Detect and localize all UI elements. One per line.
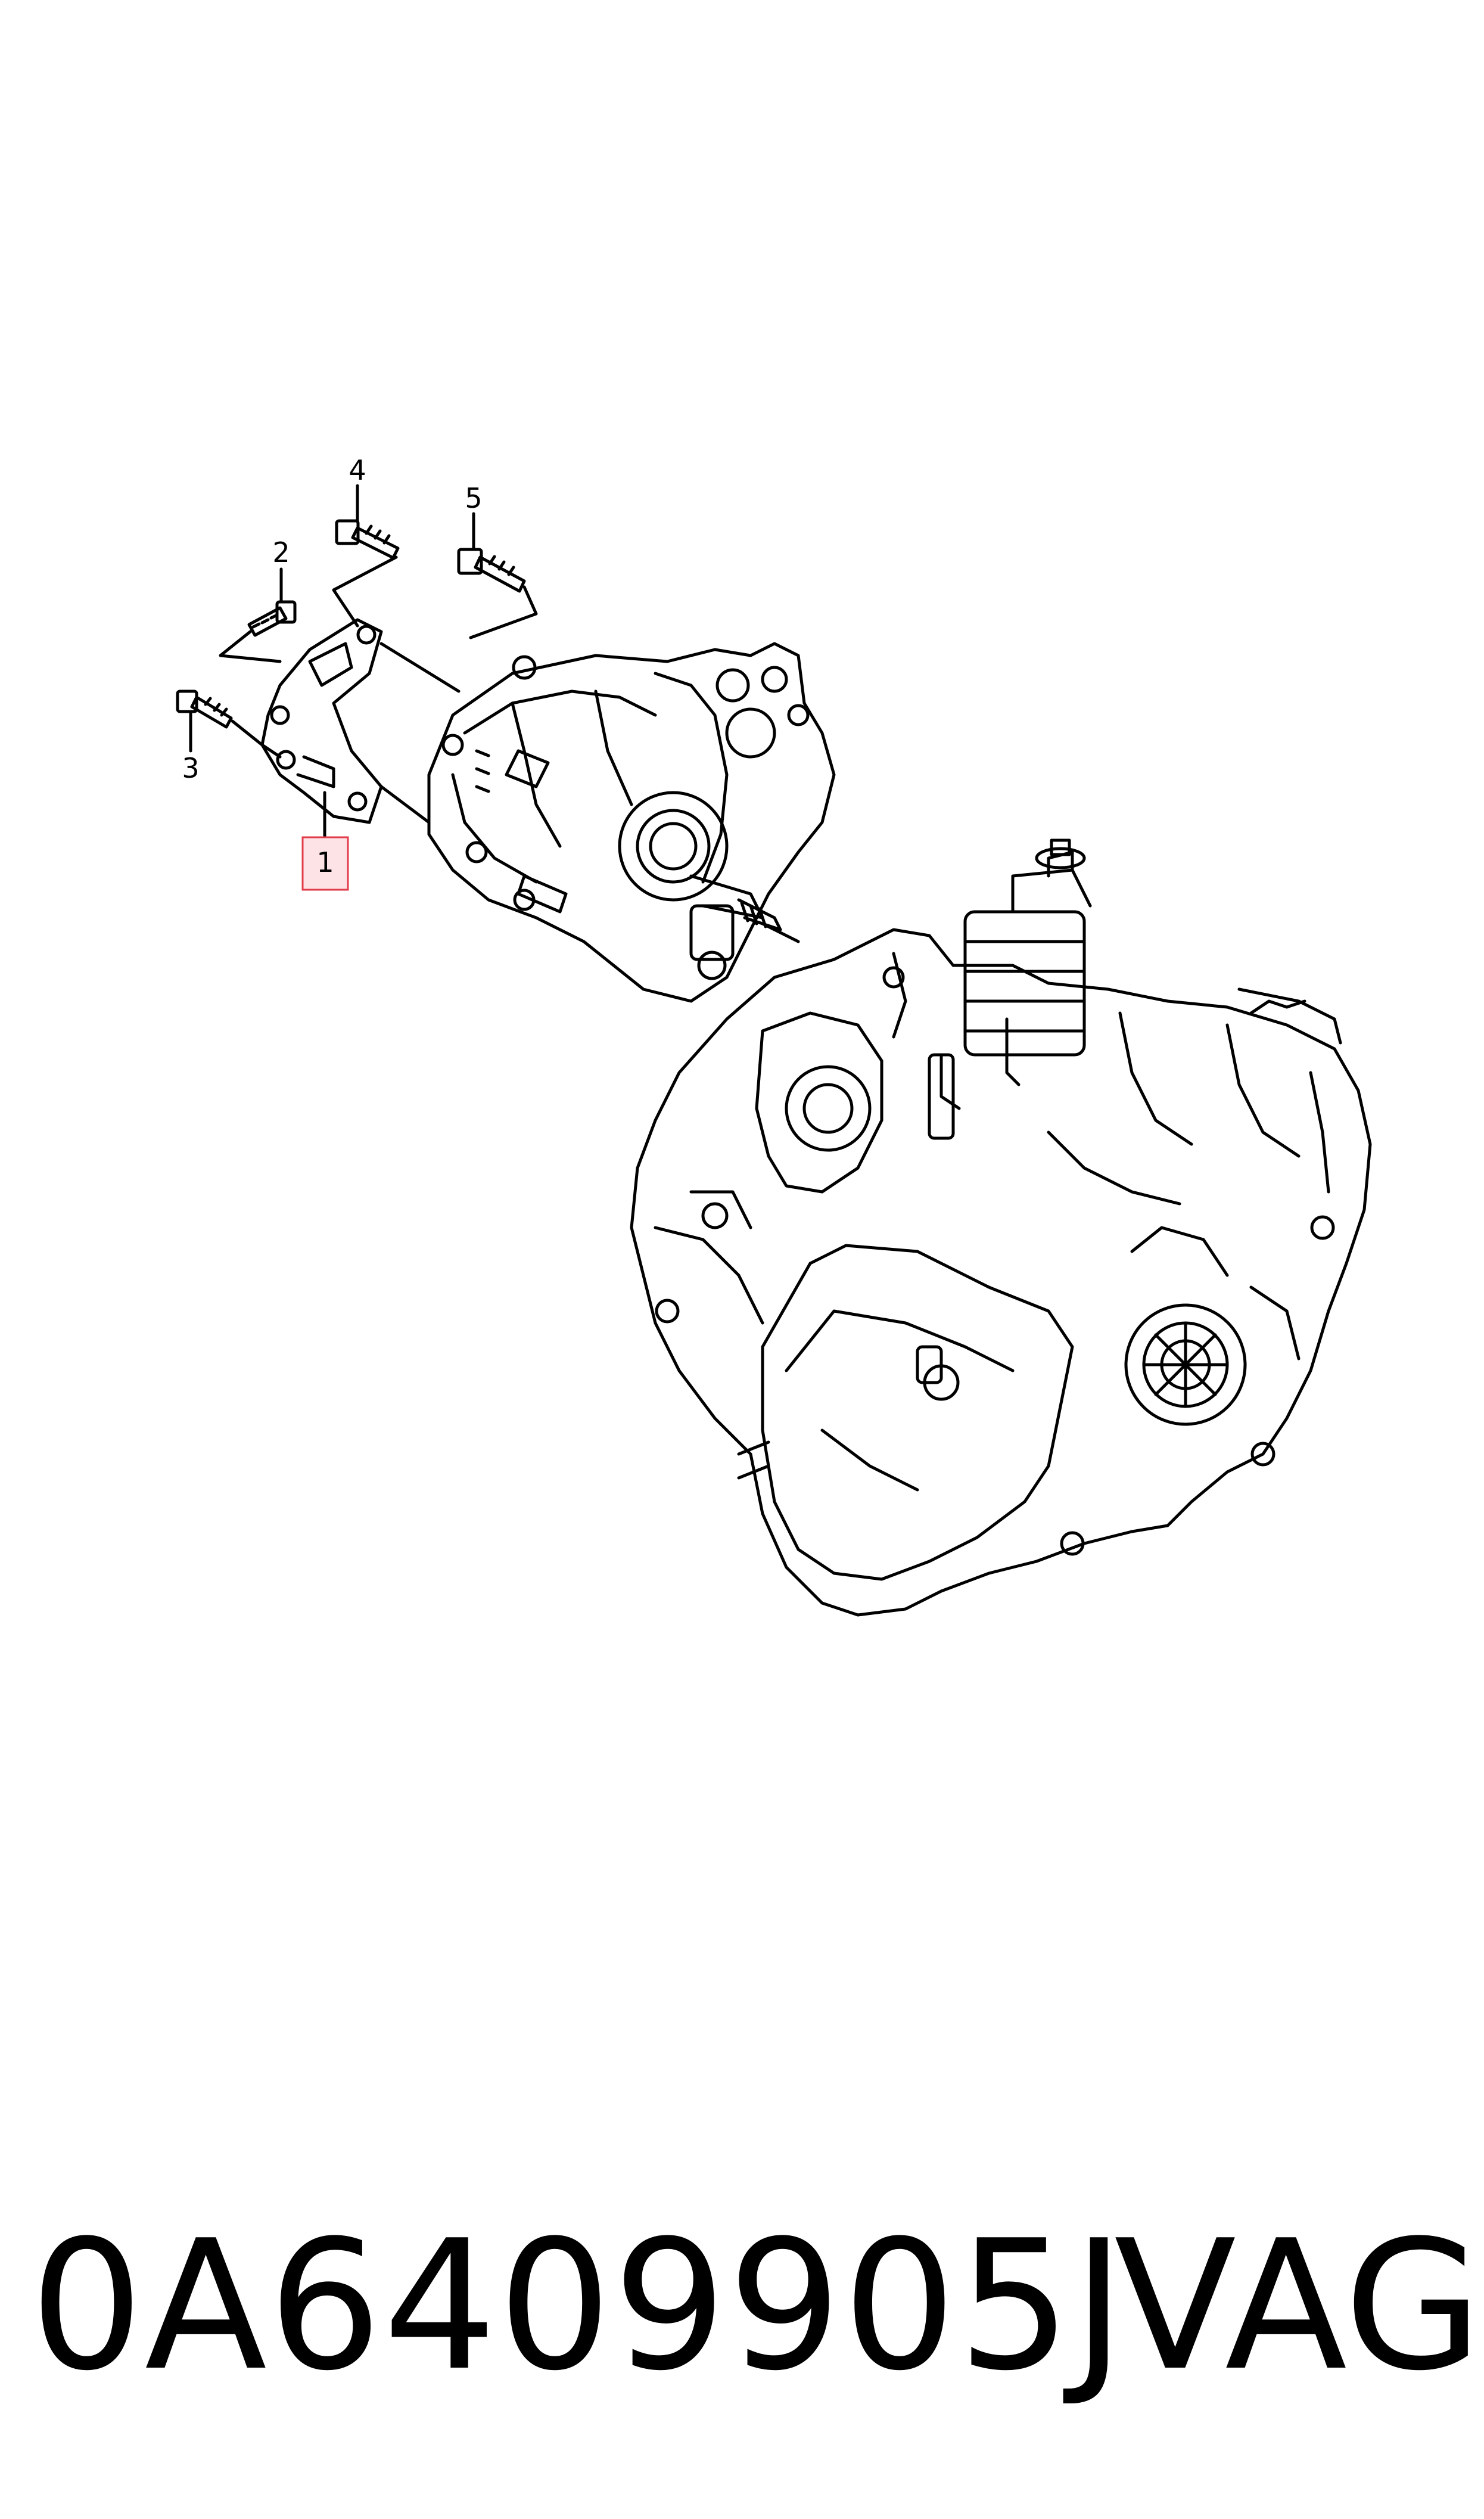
callout-1-highlight <box>301 836 349 891</box>
callout-4-label[interactable]: 4 <box>349 454 366 486</box>
bolt-5 <box>457 548 526 593</box>
brand-label: VAG <box>1114 2202 1483 2410</box>
bracket-part <box>260 618 383 824</box>
bolt-4 <box>335 519 400 560</box>
exploded-parts-diagram: 1 2 3 4 5 <box>176 454 1372 1617</box>
callout-2-label[interactable]: 2 <box>272 536 290 569</box>
transfer-case <box>427 642 836 1003</box>
callout-5-label[interactable]: 5 <box>465 482 482 514</box>
part-number: 0A6409905J <box>30 2202 1127 2410</box>
bolt-2 <box>247 600 297 637</box>
assembly-lines <box>219 555 800 943</box>
gearbox <box>630 838 1372 1617</box>
callout-3-label[interactable]: 3 <box>182 752 199 784</box>
callout-1-label[interactable]: 1 <box>316 846 334 878</box>
leader-lines <box>189 484 475 839</box>
callout-labels: 1 2 3 4 5 <box>182 454 483 891</box>
bolt-3 <box>176 689 233 729</box>
